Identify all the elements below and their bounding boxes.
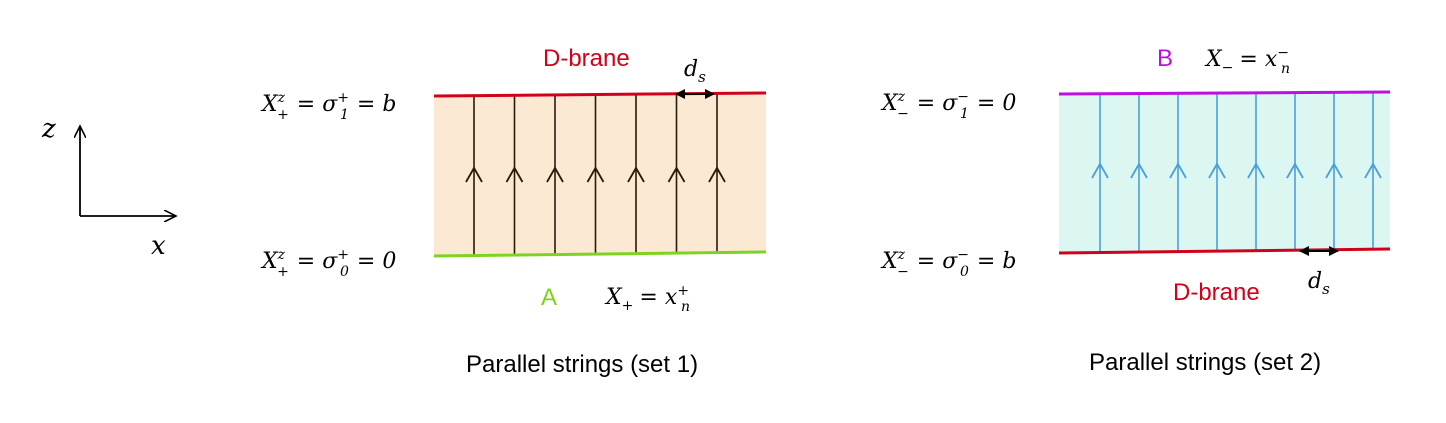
panel-1-string-direction-arrow [465,166,483,183]
panel-2-string-direction-arrow [1169,162,1187,179]
panel-2-top-edge-line [1058,90,1391,96]
panel-1-bottom-edge-line [433,250,767,258]
panel-2-worldsheet-region [1059,92,1390,253]
panel-2-string-direction-arrow [1247,162,1265,179]
panel-2-string-direction-arrow [1286,162,1304,179]
panel-2: B X−= x−n Xz−= σ−1= 0 Xz−= σ−0= b ds D-b… [880,45,1391,376]
panel-1-spacing-indicator: ds [675,57,715,99]
panel-1-top-dbrane-label: D-brane [543,45,630,72]
panel-1-string-direction-arrow [708,166,726,183]
panel-2-string-direction-arrow [1130,162,1148,179]
panel-2-spacing-label: ds [1308,269,1330,298]
panel-1-string-direction-arrow [546,166,564,183]
panel-1-strings [465,93,726,256]
panel-1: D-brane ds Xz+= σ+1= b Xz+= σ+0= 0 A X+=… [260,45,767,378]
panel-2-string-direction-arrow [1208,162,1226,179]
panel-1-spacing-label: ds [684,57,706,86]
x-axis-label: x [151,231,166,261]
panel-2-string-direction-arrow [1091,162,1109,179]
panel-2-strings [1091,92,1382,253]
z-axis-label: z [41,114,56,144]
panel-2-string-direction-arrow [1364,162,1382,179]
panel-1-top-boundary-equation: Xz+= σ+1= b [260,90,396,123]
panel-1-bottom-equation: X+= x+n [604,283,690,315]
panel-2-top-boundary-equation: Xz−= σ−1= 0 [880,89,1016,122]
panel-2-bottom-dbrane-label: D-brane [1173,279,1260,306]
panel-1-bottom-boundary-equation: Xz+= σ+0= 0 [260,247,396,280]
panel-1-string-direction-arrow [627,166,645,183]
panel-2-bottom-boundary-equation: Xz−= σ−0= b [880,247,1016,280]
panel-2-spacing-indicator: ds [1299,246,1339,298]
panel-1-string-direction-arrow [667,166,686,183]
coordinate-axes: z x [41,114,176,261]
panel-1-bottom-letter: A [541,284,557,311]
panel-2-top-equation: X−= x−n [1204,45,1290,77]
panel-1-caption: Parallel strings (set 1) [466,351,698,378]
panel-2-caption: Parallel strings (set 2) [1089,349,1321,376]
panel-2-string-direction-arrow [1325,162,1343,179]
panel-1-string-direction-arrow [586,166,605,183]
panel-2-top-letter: B [1157,45,1173,72]
panel-1-string-direction-arrow [505,166,524,183]
